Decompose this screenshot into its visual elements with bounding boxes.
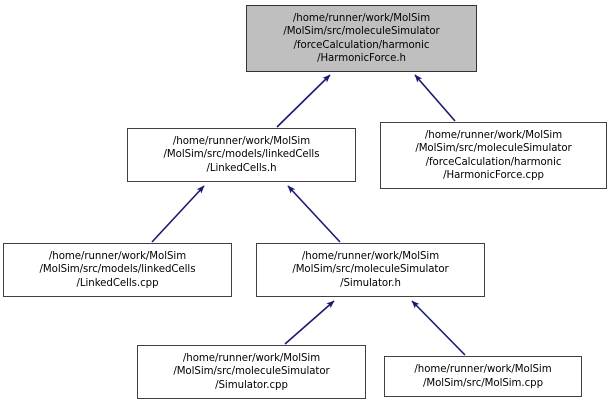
node-label-line: /forceCalculation/harmonic: [293, 39, 430, 51]
node-label-line: /MolSim/src/moleculeSimulator: [173, 366, 330, 378]
node-label-line: /LinkedCells.cpp: [76, 277, 159, 289]
node-label-line: /home/runner/work/MolSim: [292, 12, 431, 24]
node-linkedcells-cpp[interactable]: /home/runner/work/MolSim /MolSim/src/mod…: [3, 243, 232, 297]
node-label-line: /MolSim/src/moleculeSimulator: [283, 26, 440, 38]
node-simulator-h[interactable]: /home/runner/work/MolSim /MolSim/src/mol…: [256, 243, 485, 297]
node-label-line: /home/runner/work/MolSim: [48, 250, 187, 262]
node-label-line: /HarmonicForce.h: [317, 52, 406, 64]
edge-simulator-h-to-linkedcells-h: [287, 185, 341, 243]
node-label-line: /home/runner/work/MolSim: [424, 129, 563, 141]
node-label-line: /MolSim/src/models/linkedCells: [39, 264, 196, 276]
node-label-line: /forceCalculation/harmonic: [425, 156, 562, 168]
node-label-line: /MolSim/src/MolSim.cpp: [423, 377, 543, 389]
node-label-line: /home/runner/work/MolSim: [182, 352, 321, 364]
edge-simulator-cpp-to-simulator-h: [284, 300, 335, 345]
node-linkedcells-h[interactable]: /home/runner/work/MolSim /MolSim/src/mod…: [127, 128, 356, 182]
node-simulator-cpp[interactable]: /home/runner/work/MolSim /MolSim/src/mol…: [137, 345, 366, 399]
edge-linkedcells-cpp-to-linkedcells-h: [151, 185, 205, 243]
edge-molsim-cpp-to-simulator-h: [411, 300, 466, 356]
node-label-line: /Simulator.cpp: [215, 379, 288, 391]
node-label-line: /home/runner/work/MolSim: [172, 135, 311, 147]
node-label-line: /home/runner/work/MolSim: [414, 364, 552, 376]
node-label-line: /MolSim/src/moleculeSimulator: [292, 264, 449, 276]
node-harmonicforce-cpp[interactable]: /home/runner/work/MolSim /MolSim/src/mol…: [380, 122, 607, 189]
edge-harmonicforce-cpp-to-harmonicforce-h: [414, 74, 456, 122]
edge-linkedcells-h-to-harmonicforce-h: [276, 74, 331, 128]
node-label-line: /MolSim/src/models/linkedCells: [163, 149, 320, 161]
node-label-line: /home/runner/work/MolSim: [301, 250, 440, 262]
node-label-line: /MolSim/src/moleculeSimulator: [415, 143, 572, 155]
node-label-line: /LinkedCells.h: [206, 162, 277, 174]
node-label-line: /HarmonicForce.cpp: [443, 169, 544, 181]
node-molsim-cpp[interactable]: /home/runner/work/MolSim /MolSim/src/Mol…: [384, 356, 582, 397]
node-label-line: /Simulator.h: [340, 277, 401, 289]
node-harmonicforce-h[interactable]: /home/runner/work/MolSim /MolSim/src/mol…: [246, 5, 477, 72]
